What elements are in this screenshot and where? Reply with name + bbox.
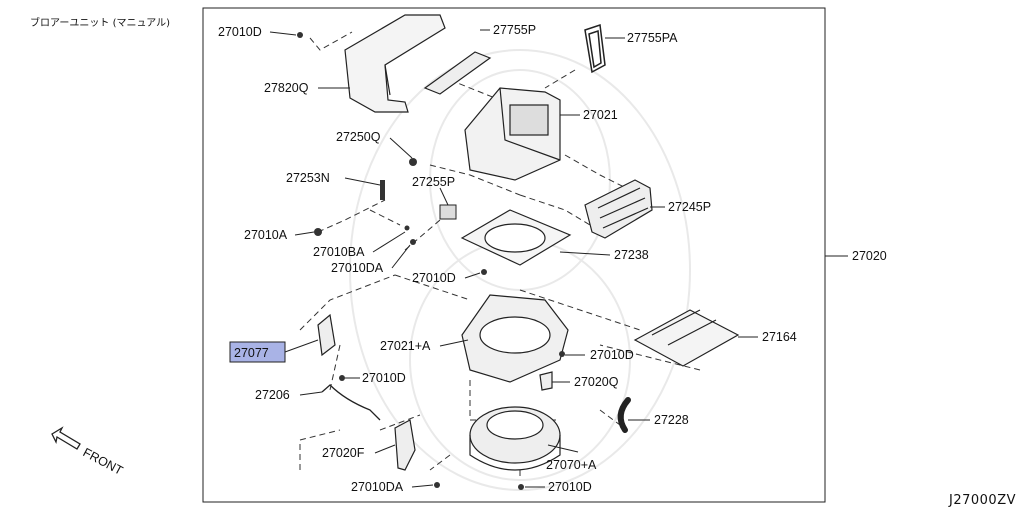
label-27010A[interactable]: 27010A (244, 228, 288, 242)
leader-lines (269, 29, 758, 488)
label-27255P[interactable]: 27255P (412, 175, 455, 189)
label-27253N[interactable]: 27253N (286, 171, 330, 185)
label-27077[interactable]: 27077 (234, 346, 269, 360)
label-27010D-right[interactable]: 27010D (590, 348, 634, 362)
label-27238[interactable]: 27238 (614, 248, 649, 262)
part-labels: 27010D 27755P 27755PA 27820Q 27021 27250… (218, 23, 797, 494)
component-housing-27021 (464, 87, 561, 181)
label-27010D-mid[interactable]: 27010D (412, 271, 456, 285)
label-27820Q[interactable]: 27820Q (264, 81, 309, 95)
component-bracket-27020Q (539, 371, 553, 391)
label-27021[interactable]: 27021 (583, 108, 618, 122)
label-27164[interactable]: 27164 (762, 330, 797, 344)
label-27010D-left[interactable]: 27010D (362, 371, 406, 385)
component-case-27021A (461, 294, 569, 383)
component-hose-27228 (617, 397, 631, 433)
front-arrow-icon (51, 426, 81, 450)
label-27070A[interactable]: 27070+A (546, 458, 597, 472)
diagram-code: J27000ZV (949, 493, 1016, 508)
label-27010DA-bot[interactable]: 27010DA (351, 480, 404, 494)
component-seal-27755PA (584, 23, 606, 74)
component-filter-27164 (633, 309, 740, 367)
label-27010D-bot[interactable]: 27010D (548, 480, 592, 494)
label-27245P[interactable]: 27245P (668, 200, 711, 214)
fasteners (297, 32, 565, 490)
front-label: FRONT (81, 445, 126, 478)
component-duct-27820Q (344, 14, 446, 113)
label-27010D-top[interactable]: 27010D (218, 25, 262, 39)
label-27228[interactable]: 27228 (654, 413, 689, 427)
component-harness-27206 (321, 384, 381, 421)
label-27206[interactable]: 27206 (255, 388, 290, 402)
label-27020: 27020 (852, 249, 887, 263)
highlight-27077[interactable] (229, 341, 286, 363)
assembly-frame (202, 7, 826, 503)
label-27021A[interactable]: 27021+A (380, 339, 431, 353)
label-27020F[interactable]: 27020F (322, 446, 365, 460)
label-27755P[interactable]: 27755P (493, 23, 536, 37)
component-resistor-27077 (317, 313, 336, 357)
component-motor-27070A (469, 406, 561, 471)
diagram-title: ブロアーユニット (マニュアル) (30, 18, 171, 29)
component-plate-27238 (460, 209, 572, 266)
label-27755PA[interactable]: 27755PA (627, 31, 678, 45)
label-27010BA[interactable]: 27010BA (313, 245, 365, 259)
component-grille-27245P (584, 179, 653, 239)
label-27250Q[interactable]: 27250Q (336, 130, 381, 144)
label-27010DA-mid[interactable]: 27010DA (331, 261, 384, 275)
explode-guides (299, 31, 701, 480)
label-27020Q[interactable]: 27020Q (574, 375, 619, 389)
component-bracket-27020F (394, 419, 416, 471)
component-filter-27755P (423, 51, 492, 95)
